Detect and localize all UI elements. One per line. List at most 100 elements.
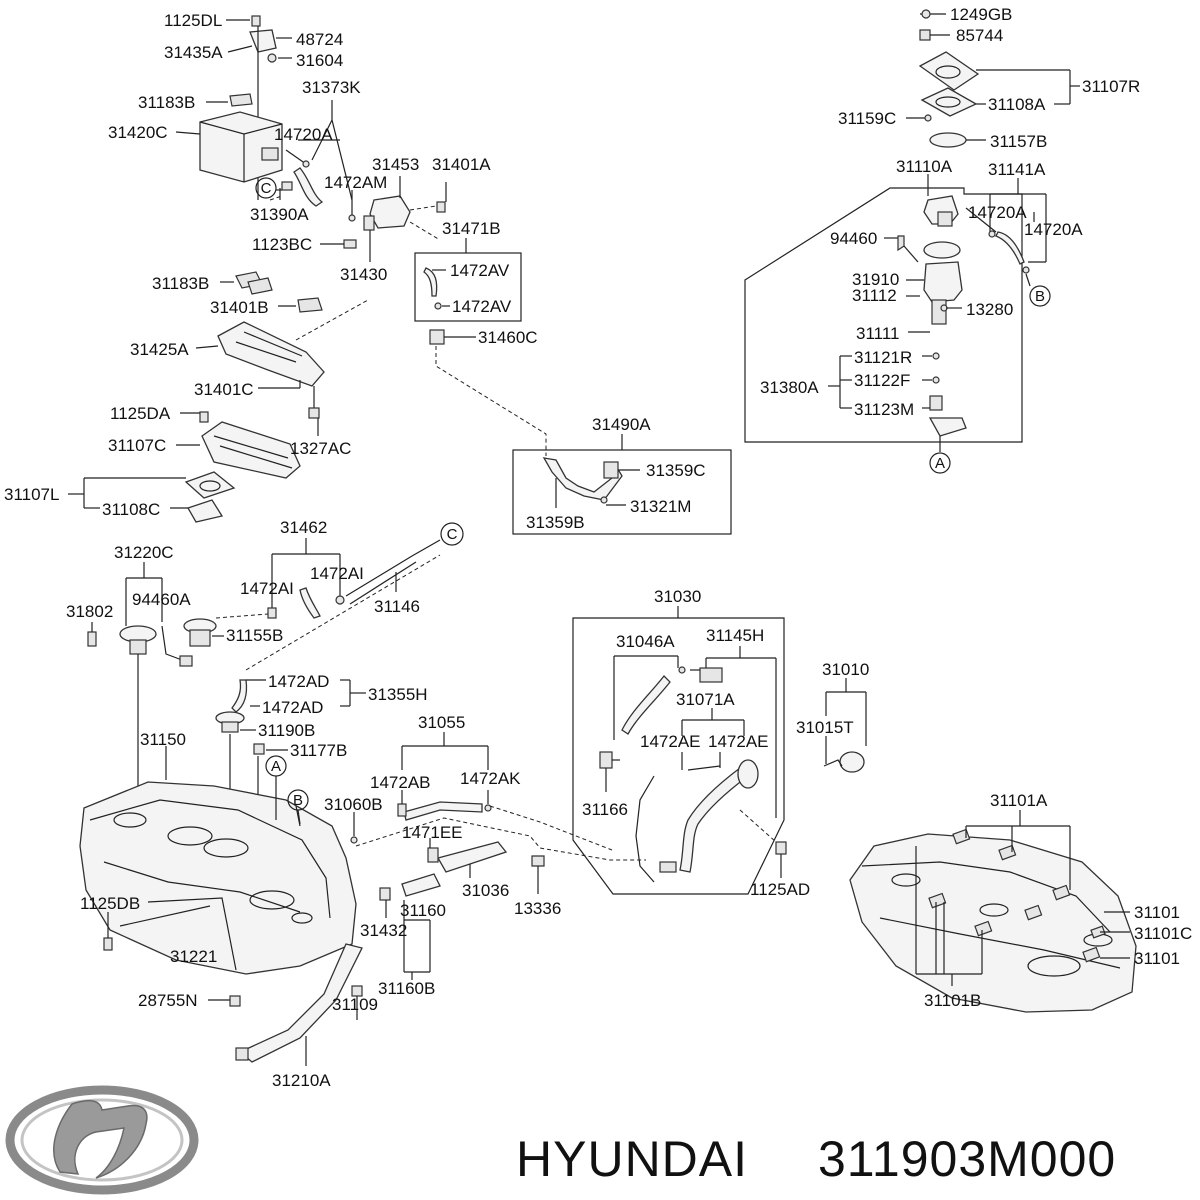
label-31462: 31462 xyxy=(280,518,327,537)
label-31036: 31036 xyxy=(462,881,509,900)
label-31111: 31111 xyxy=(856,324,900,343)
label-31101A: 31101A xyxy=(990,791,1048,810)
label-31910: 31910 xyxy=(852,270,899,289)
label-1472AI-a: 1472AI xyxy=(240,579,294,598)
label-1125DA: 1125DA xyxy=(110,404,171,423)
label-31159C: 31159C xyxy=(838,109,896,128)
label-31453: 31453 xyxy=(372,155,419,174)
label-1472AI-b: 1472AI xyxy=(310,564,364,583)
label-31071A: 31071A xyxy=(676,690,735,709)
label-31160B: 31160B xyxy=(378,979,435,998)
label-31380A: 31380A xyxy=(760,378,819,397)
label-31221: 31221 xyxy=(170,947,217,966)
label-31210A: 31210A xyxy=(272,1071,331,1090)
label-14720A-a: 14720A xyxy=(274,125,333,144)
label-31055: 31055 xyxy=(418,713,465,732)
vapor-hose-box-31490A xyxy=(512,434,732,535)
label-31010: 31010 xyxy=(822,660,869,679)
label-31123M: 31123M xyxy=(854,400,914,419)
hyundai-logo xyxy=(5,1085,199,1195)
callout-c-canister: C xyxy=(261,180,272,197)
label-14720A-b: 14720A xyxy=(968,203,1027,222)
label-31160: 31160 xyxy=(400,901,446,920)
label-31420C: 31420C xyxy=(108,123,168,142)
label-13280: 13280 xyxy=(966,300,1013,319)
label-31101-b: 31101 xyxy=(1134,949,1180,968)
label-31183B-b: 31183B xyxy=(152,274,209,293)
label-31150: 31150 xyxy=(140,730,186,749)
label-31108C: 31108C xyxy=(102,500,160,519)
label-31166: 31166 xyxy=(582,800,628,819)
label-1471EE: 1471EE xyxy=(402,823,463,842)
shield-brackets-group xyxy=(68,271,369,523)
hose-kit-31471B xyxy=(414,238,547,456)
label-31401B: 31401B xyxy=(210,298,269,317)
label-1327AC: 1327AC xyxy=(290,439,351,458)
label-1125AD: 1125AD xyxy=(750,880,810,899)
label-31015T: 31015T xyxy=(796,718,854,737)
label-1472AD-a: 1472AD xyxy=(268,672,329,691)
label-31190B: 31190B xyxy=(258,721,315,740)
label-31802: 31802 xyxy=(66,602,113,621)
label-13336: 13336 xyxy=(514,899,561,918)
label-1125DB: 1125DB xyxy=(80,894,140,913)
label-31122F: 31122F xyxy=(854,371,910,390)
label-31155B: 31155B xyxy=(226,626,283,645)
label-31141A: 31141A xyxy=(988,160,1046,179)
filler-neck-box-31030 xyxy=(572,606,787,895)
label-31101-a: 31101 xyxy=(1134,903,1180,922)
label-31359B: 31359B xyxy=(526,513,585,532)
sender-filler-group: C xyxy=(87,522,464,840)
label-85744: 85744 xyxy=(956,26,1003,45)
part-number: 311903M000 xyxy=(818,1131,1116,1187)
label-31046A: 31046A xyxy=(616,632,675,651)
label-31107C: 31107C xyxy=(108,436,166,455)
label-31432: 31432 xyxy=(360,921,407,940)
label-31157B: 31157B xyxy=(990,132,1047,151)
label-31401A: 31401A xyxy=(432,155,491,174)
label-31109: 31109 xyxy=(332,995,378,1014)
label-31220C: 31220C xyxy=(114,543,174,562)
label-31112: 31112 xyxy=(852,286,897,305)
label-31183B-a: 31183B xyxy=(138,93,195,112)
label-1472AV-b: 1472AV xyxy=(452,297,512,316)
label-1472AK: 1472AK xyxy=(460,769,521,788)
fuel-tank-31101A xyxy=(849,810,1137,1013)
label-31471B: 31471B xyxy=(442,219,501,238)
label-94460: 94460 xyxy=(830,229,877,248)
canister-assembly-group: C xyxy=(175,15,447,262)
label-1472AD-b: 1472AD xyxy=(262,698,323,717)
vent-hoses-group xyxy=(350,732,646,980)
label-31490A: 31490A xyxy=(592,415,651,434)
label-31390A: 31390A xyxy=(250,205,309,224)
brand-name: HYUNDAI xyxy=(516,1131,748,1187)
label-31110A: 31110A xyxy=(896,157,953,176)
label-31101B: 31101B xyxy=(924,991,981,1010)
fuel-tank-31150: A B xyxy=(79,755,363,1066)
label-31107L: 31107L xyxy=(4,485,59,504)
label-31108A: 31108A xyxy=(988,95,1046,114)
filler-door-31010 xyxy=(823,678,867,773)
label-31177B: 31177B xyxy=(290,741,347,760)
callout-c-filler: C xyxy=(447,526,458,543)
label-1472AE-b: 1472AE xyxy=(708,732,769,751)
label-31401C: 31401C xyxy=(194,380,254,399)
part-labels: 1125DL 48724 31435A 31604 31183B 31373K … xyxy=(4,5,1192,1090)
label-31321M: 31321M xyxy=(630,497,691,516)
label-31145H: 31145H xyxy=(706,626,764,645)
callout-b-pump: B xyxy=(1035,288,1045,305)
label-31355H: 31355H xyxy=(368,685,428,704)
label-31107R: 31107R xyxy=(1082,77,1140,96)
label-1472AM: 1472AM xyxy=(324,173,387,192)
label-31030: 31030 xyxy=(654,587,701,606)
label-1249GB: 1249GB xyxy=(950,5,1012,24)
label-31604: 31604 xyxy=(296,51,343,70)
label-1123BC: 1123BC xyxy=(252,235,312,254)
label-31460C: 31460C xyxy=(478,328,538,347)
callout-a-top: A xyxy=(935,455,945,472)
label-1472AB: 1472AB xyxy=(370,773,431,792)
callout-b-tank: B xyxy=(293,792,303,809)
label-31359C: 31359C xyxy=(646,461,706,480)
label-31146: 31146 xyxy=(374,597,420,616)
label-31101C: 31101C xyxy=(1134,924,1192,943)
